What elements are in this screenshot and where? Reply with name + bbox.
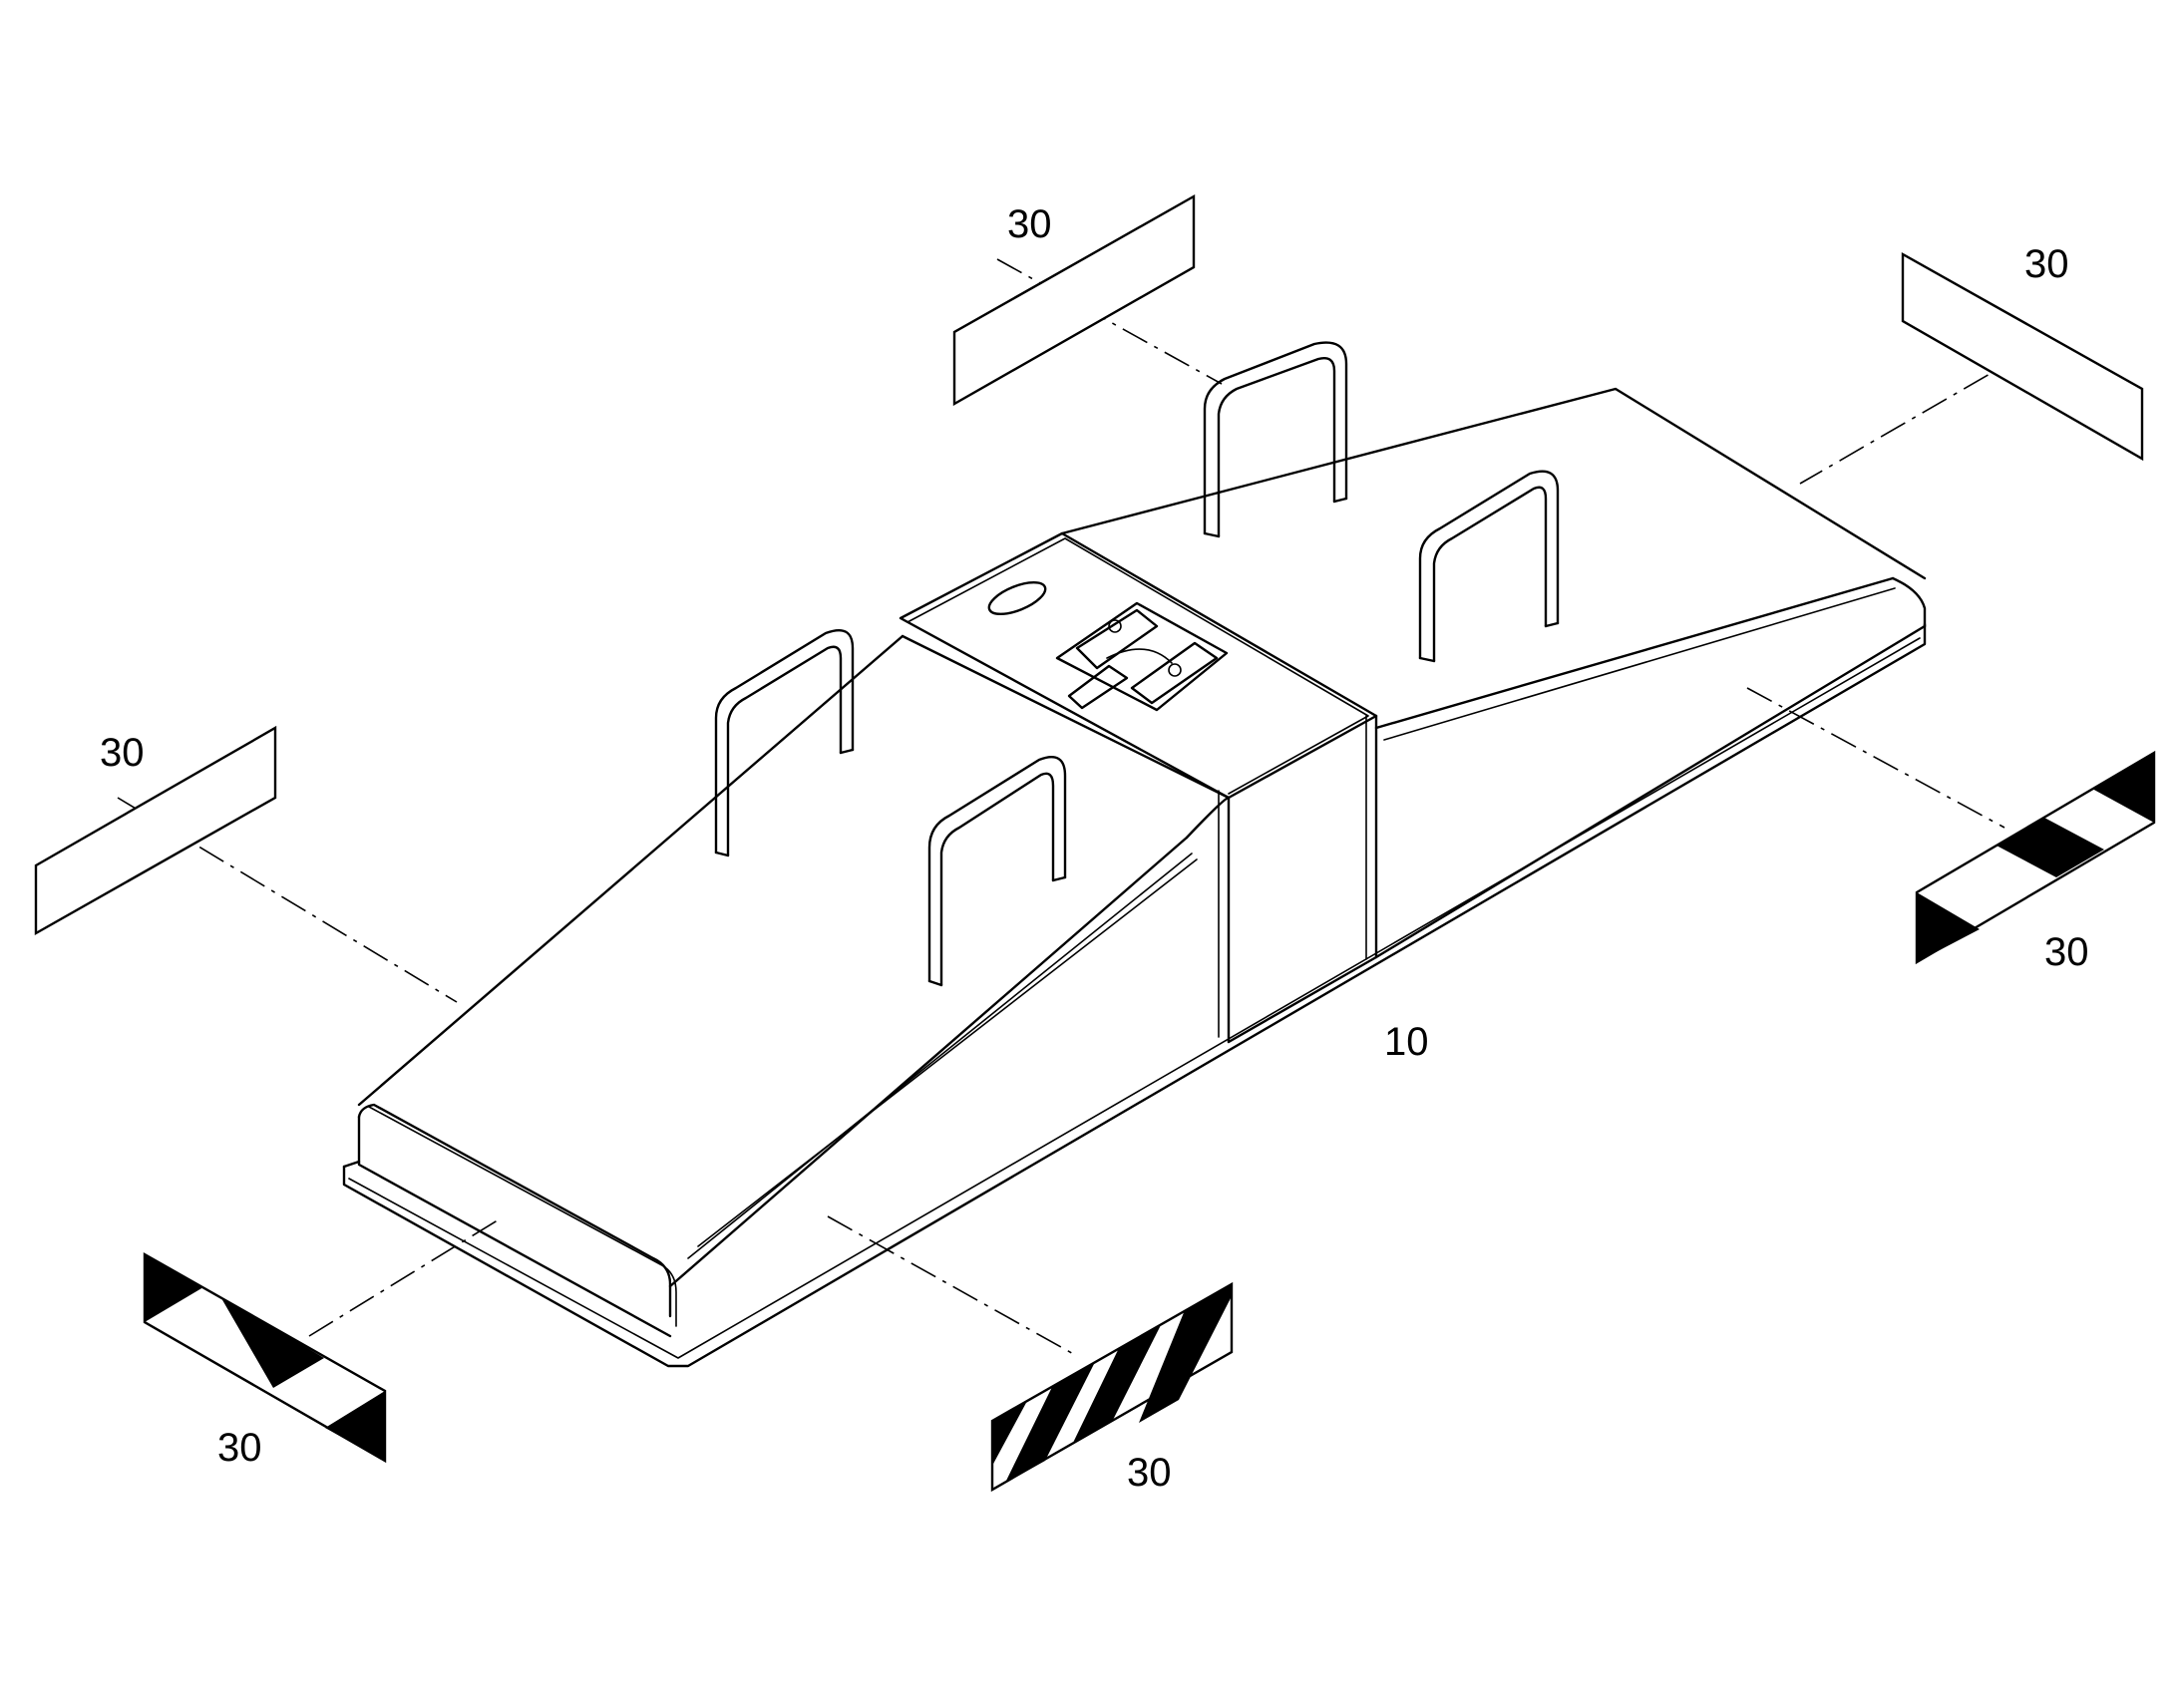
- panel-bottom-center-striped: [990, 1281, 1234, 1493]
- label-panel-top-right: 30: [2024, 242, 2069, 286]
- panel-left: [34, 725, 277, 936]
- u-handle-front-left: [714, 628, 855, 857]
- panel-top-center: [952, 193, 1196, 407]
- panel-axes: [117, 258, 2030, 1357]
- panel-right-striped: [1915, 750, 2156, 965]
- panel-top-right: [1901, 251, 2144, 462]
- latch-mechanism: [1055, 601, 1229, 712]
- label-panel-right-striped: 30: [2044, 930, 2089, 974]
- label-panel-bottom-left-striped: 30: [217, 1426, 262, 1470]
- base-body: [342, 387, 1927, 1368]
- label-panel-top-center: 30: [1007, 202, 1052, 246]
- label-panel-left: 30: [100, 731, 145, 775]
- label-panel-bottom-center-striped: 30: [1127, 1451, 1172, 1495]
- u-handle-back-right: [1418, 470, 1560, 663]
- panel-bottom-left-striped: [143, 1251, 387, 1464]
- u-handle-back-left: [1203, 341, 1348, 538]
- label-base-body: 10: [1384, 1020, 1429, 1064]
- u-handle-front-right: [927, 756, 1067, 987]
